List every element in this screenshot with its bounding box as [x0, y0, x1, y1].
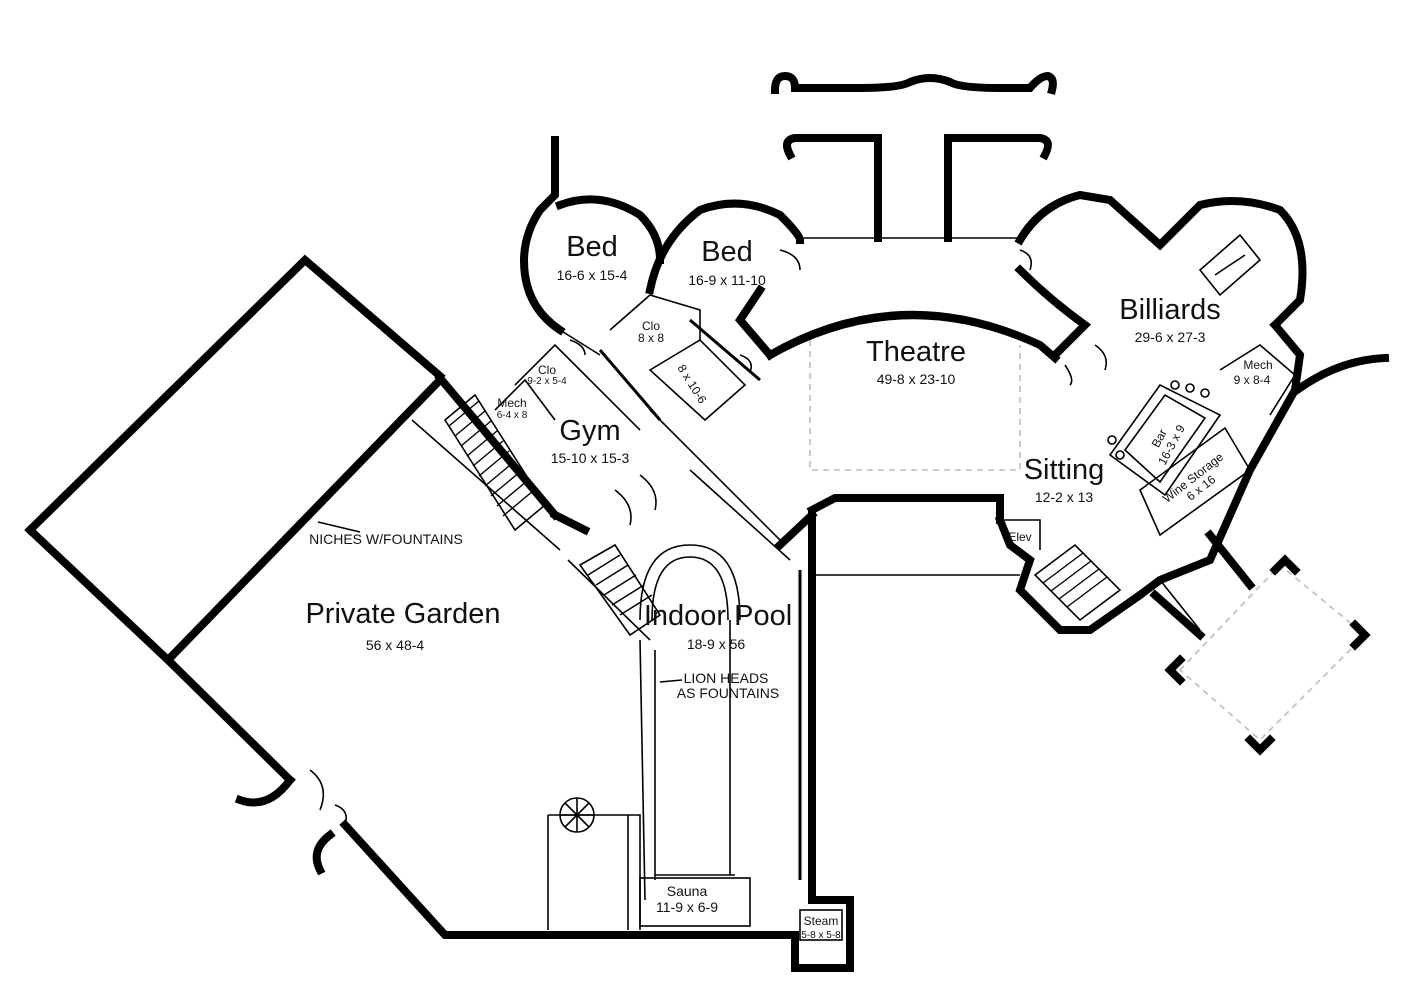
- mech2-name: Mech: [1243, 358, 1272, 372]
- steam-dim: 5-8 x 5-8: [801, 930, 841, 941]
- pool-dim: 18-9 x 56: [687, 636, 746, 652]
- note-lion-2: AS FOUNTAINS: [677, 685, 779, 701]
- garden-dim: 56 x 48-4: [366, 637, 425, 653]
- bed1-name: Bed: [566, 231, 618, 263]
- mech1-name: Mech: [497, 396, 526, 410]
- mech1-dim: 6-4 x 8: [497, 410, 528, 421]
- elev-name: Elev: [1008, 530, 1031, 544]
- garden-enclosure: [24, 254, 794, 939]
- garden-name: Private Garden: [305, 598, 500, 630]
- pergola-posts: [1164, 554, 1371, 756]
- room-labels: Bed 16-6 x 15-4 Bed 16-9 x 11-10 Theatre…: [305, 231, 1272, 941]
- clo2-dim: 9-2 x 5-4: [527, 376, 567, 387]
- note-niches: NICHES W/FOUNTAINS: [309, 531, 463, 547]
- pool-outline: [639, 544, 741, 876]
- bed2-name: Bed: [701, 236, 753, 268]
- mech2-dim: 9 x 8-4: [1234, 373, 1271, 387]
- sitting-dim: 12-2 x 13: [1035, 489, 1094, 505]
- notes: NICHES W/FOUNTAINS LION HEADS AS FOUNTAI…: [309, 521, 779, 701]
- dashed-outlines: [809, 340, 1367, 742]
- steam-box: [791, 896, 854, 972]
- door-swings: [569, 249, 1108, 526]
- bed2-dim: 16-9 x 11-10: [688, 272, 766, 288]
- note-lion-1: LION HEADS: [684, 670, 769, 686]
- pool-name: Indoor Pool: [644, 600, 792, 632]
- billiards-table: [1198, 233, 1262, 297]
- sauna-box: [639, 877, 751, 927]
- garden-stair: [443, 393, 547, 532]
- spiral-stair: [547, 797, 641, 930]
- building-walls: [411, 136, 1390, 904]
- bed1-dim: 16-6 x 15-4: [557, 267, 628, 283]
- interior-partitions: [494, 294, 1297, 550]
- gym-dim: 15-10 x 15-3: [551, 450, 630, 466]
- billiards-dim: 29-6 x 27-3: [1135, 329, 1206, 345]
- clo2-name: Clo: [538, 363, 556, 377]
- pool-stair: [578, 543, 662, 637]
- sitting-stair: [1033, 543, 1122, 622]
- steam-name: Steam: [804, 914, 839, 928]
- theatre-name: Theatre: [866, 336, 966, 368]
- billiards-name: Billiards: [1119, 294, 1221, 326]
- entry-railing: [770, 71, 1057, 242]
- gym-name: Gym: [559, 415, 620, 447]
- closet-small-dim: 8 x 10-6: [675, 362, 710, 406]
- wine-storage-box: [1139, 426, 1252, 537]
- sauna-name: Sauna: [667, 883, 708, 899]
- sitting-name: Sitting: [1024, 454, 1105, 486]
- bar-counter: [1107, 380, 1222, 497]
- clo1-dim: 8 x 8: [638, 331, 664, 345]
- sauna-dim: 11-9 x 6-9: [656, 899, 718, 915]
- theatre-dim: 49-8 x 23-10: [877, 371, 956, 387]
- clo1-name: Clo: [642, 319, 660, 333]
